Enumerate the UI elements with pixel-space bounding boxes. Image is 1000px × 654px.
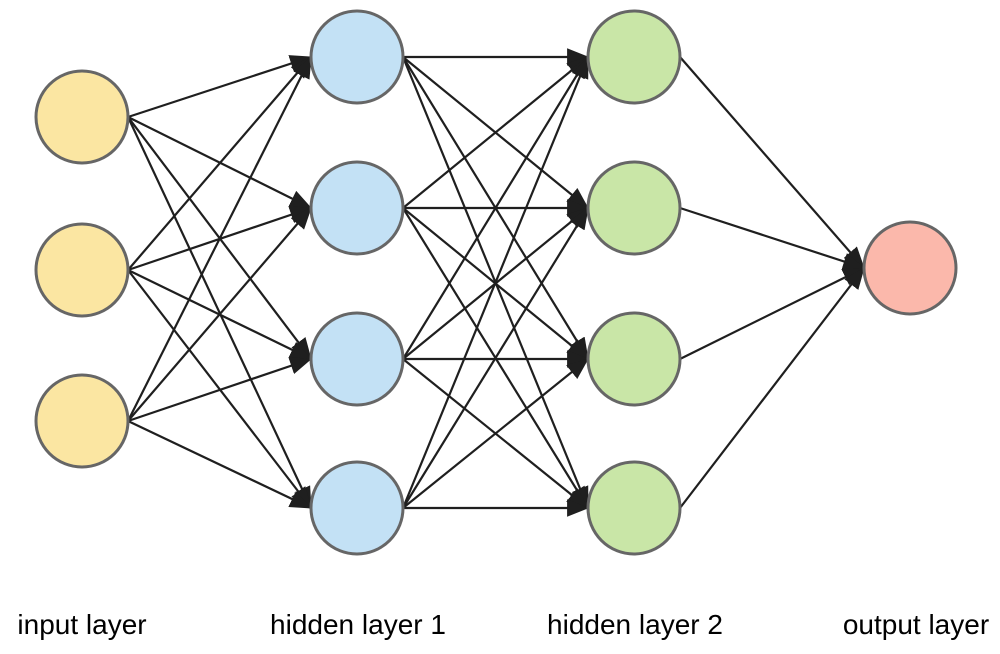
nodes-group: [34, 9, 958, 556]
node-hidden2-2: [586, 160, 682, 256]
edge-hidden2-to-output: [679, 267, 865, 509]
node-hidden1-2: [309, 160, 405, 256]
edge-hidden2-to-output: [679, 267, 865, 360]
node-hidden2-3: [586, 311, 682, 407]
edge-hidden1-to-hidden2: [402, 56, 589, 360]
edge-hidden1-to-hidden2: [402, 358, 589, 509]
edge-input-to-hidden1: [127, 207, 312, 422]
edge-input-to-hidden1: [127, 56, 312, 422]
edge-hidden1-to-hidden2: [402, 207, 589, 509]
layer-label-input: input layer: [17, 609, 147, 640]
node-input-1: [34, 69, 130, 165]
edge-input-to-hidden1: [127, 56, 312, 271]
node-output-1: [862, 220, 958, 316]
edge-hidden2-to-output: [679, 206, 866, 270]
node-input-3: [34, 373, 130, 469]
edge-input-to-hidden1: [127, 55, 313, 119]
edge-hidden2-to-output: [679, 56, 865, 269]
node-hidden1-1: [309, 9, 405, 105]
edge-hidden1-to-hidden2: [401, 55, 590, 509]
node-hidden1-4: [309, 460, 405, 556]
node-hidden2-1: [586, 9, 682, 105]
node-hidden1-3: [309, 311, 405, 407]
layer-label-hidden1: hidden layer 1: [270, 609, 446, 640]
edges-group: [127, 48, 866, 517]
edge-input-to-hidden1: [127, 420, 312, 509]
edge-input-to-hidden1: [127, 116, 312, 509]
node-hidden2-4: [586, 460, 682, 556]
edge-hidden1-to-hidden2: [402, 56, 589, 209]
node-input-2: [34, 222, 130, 318]
layer-label-output: output layer: [842, 609, 990, 640]
edge-input-to-hidden1: [127, 357, 313, 423]
layer-label-hidden2: hidden layer 2: [547, 609, 723, 640]
